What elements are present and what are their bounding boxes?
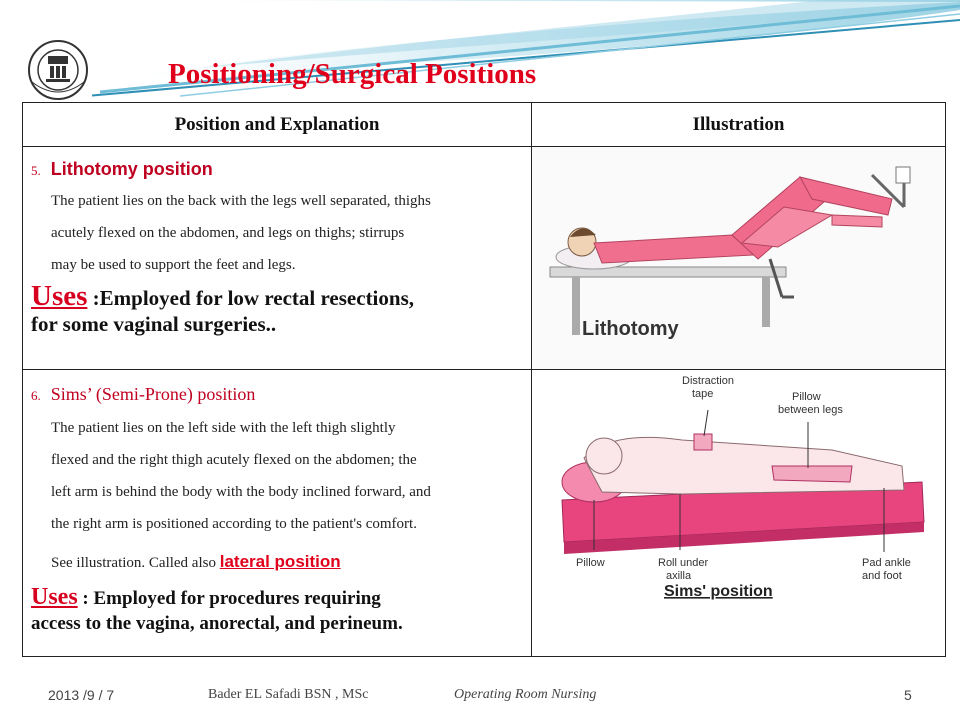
positions-table: Position and Explanation Illustration 5.… [22,102,946,657]
table-header-row: Position and Explanation Illustration [22,102,946,147]
position-name: Lithotomy position [50,159,213,179]
description-line: may be used to support the feet and legs… [51,257,296,273]
table-row: 5. Lithotomy position The patient lies o… [22,146,946,370]
label-pillow-between-legs: between legs [778,404,843,416]
label-distraction-tape: Distraction [682,375,734,387]
lithotomy-illustration: Lithotomy [532,147,944,369]
description-line: the right arm is positioned according to… [51,516,417,532]
uses-text: : Employed for procedures requiring [82,588,381,609]
sims-illustration: Distraction tape Pillow between legs Pil… [532,370,944,656]
description-line: The patient lies on the left side with t… [51,420,396,436]
column-header-illustration: Illustration [531,102,946,147]
lithotomy-explanation-cell: 5. Lithotomy position The patient lies o… [22,146,532,370]
label-pad-ankle: and foot [862,570,902,582]
label-pillow-between-legs: Pillow [792,391,821,403]
uses-label: Uses [31,584,78,610]
footer-course: Operating Room Nursing [454,687,597,702]
university-seal-logo [24,38,92,102]
description-line: left arm is behind the body with the bod… [51,484,431,500]
footer-date: 2013 /9 / 7 [48,687,115,703]
see-illustration-text: See illustration. Called also [51,555,220,571]
description-line: acutely flexed on the abdomen, and legs … [51,225,405,241]
description-line: flexed and the right thigh acutely flexe… [51,452,417,468]
label-roll-under-axilla: Roll under [658,557,708,569]
item-number: 5. [31,163,41,178]
uses-text: for some vaginal surgeries.. [31,312,277,336]
label-distraction-tape: tape [692,388,713,400]
sims-illustration-cell: Distraction tape Pillow between legs Pil… [531,369,946,657]
illustration-caption: Sims' position [664,583,773,600]
sims-explanation-cell: 6. Sims’ (Semi-Prone) position The patie… [22,369,532,657]
position-name: Sims’ (Semi-Prone) position [50,384,256,404]
label-roll-under-axilla: axilla [666,570,692,582]
page-number: 5 [904,687,912,703]
illustration-caption: Lithotomy [582,318,680,340]
uses-label: Uses [31,280,88,312]
lateral-position-link[interactable]: lateral position [219,552,341,571]
column-header-position: Position and Explanation [22,102,532,147]
label-pillow: Pillow [576,557,605,569]
slide-title: Positioning/Surgical Positions [168,58,537,90]
uses-text: access to the vagina, anorectal, and per… [31,613,403,634]
lithotomy-illustration-cell: Lithotomy [531,146,946,370]
header-swoosh-decoration [39,0,960,101]
footer-author: Bader EL Safadi BSN , MSc [208,687,369,702]
uses-text: :Employed for low rectal resections, [92,286,414,310]
table-row: 6. Sims’ (Semi-Prone) position The patie… [22,369,946,657]
item-number: 6. [31,388,41,403]
description-line: The patient lies on the back with the le… [51,193,431,209]
label-pad-ankle: Pad ankle [862,557,911,569]
